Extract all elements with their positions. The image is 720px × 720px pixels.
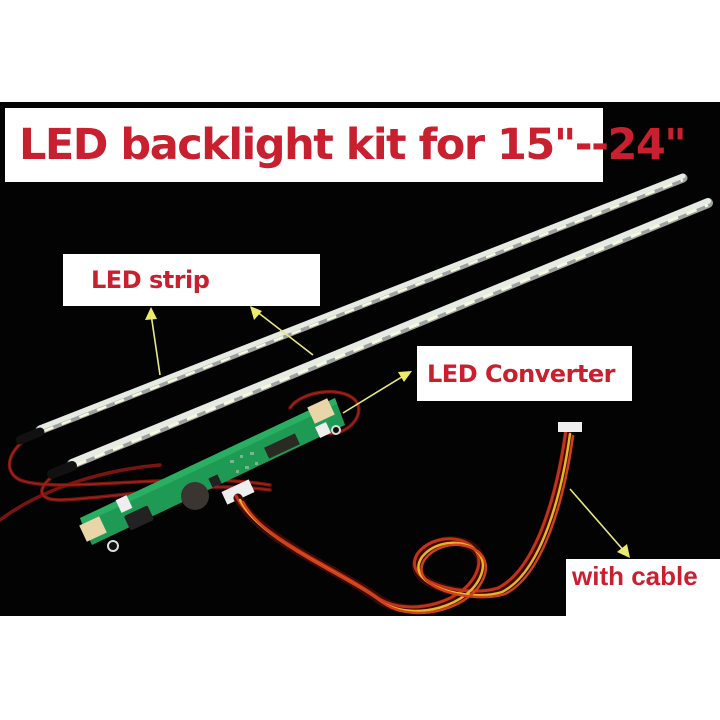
callout-arrows — [145, 306, 630, 558]
callout-cable: with cable — [566, 559, 720, 616]
callout-led-converter: LED Converter — [417, 346, 632, 401]
wire-harness-cable — [233, 422, 582, 615]
callout-led-converter-text: LED Converter — [427, 359, 616, 388]
callout-led-strip-text: LED strip — [91, 266, 210, 294]
arrow-head-icon — [250, 306, 262, 320]
arrow-head-icon — [398, 371, 412, 382]
title-text: LED backlight kit for 15"--24" — [19, 120, 687, 170]
arrow-head-icon — [617, 544, 630, 558]
led-strip-2 — [47, 198, 713, 479]
led-strip-1 — [15, 173, 688, 445]
title-banner: LED backlight kit for 15"--24" — [5, 108, 687, 182]
led-converter-board — [79, 398, 345, 552]
callout-cable-text: with cable — [572, 561, 698, 591]
arrow-head-icon — [145, 307, 157, 320]
callout-led-strip: LED strip — [63, 254, 320, 306]
